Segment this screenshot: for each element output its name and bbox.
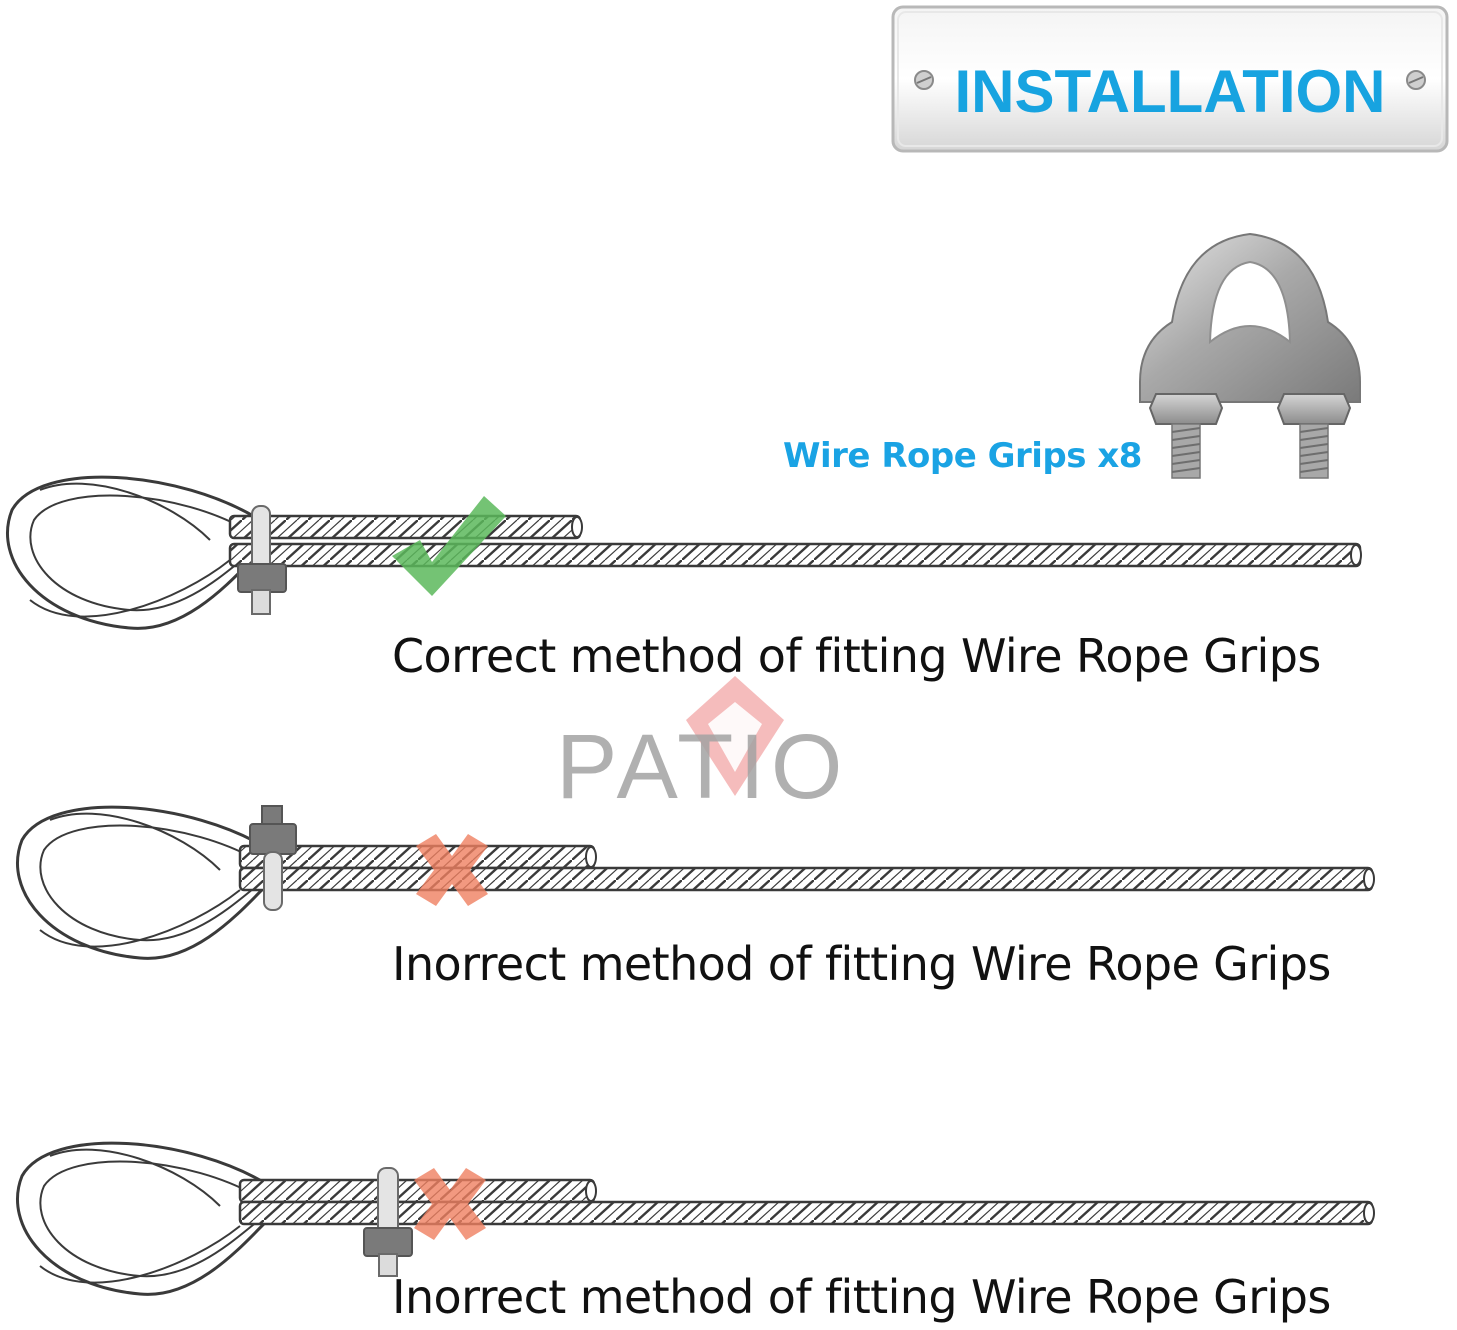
logo-text: PATIO: [556, 716, 849, 818]
rope-diagram-correct: [6, 475, 1362, 630]
wire-rope-grip-icon: [363, 1167, 413, 1277]
product-label: Wire Rope Grips x8: [783, 436, 1142, 476]
wire-rope-grip-icon: [237, 505, 287, 615]
caption-correct-method: Correct method of fitting Wire Rope Grip…: [392, 629, 1321, 683]
banner-title: INSTALLATION: [954, 58, 1386, 125]
cross-icon: [414, 1168, 486, 1240]
rope-diagram-incorrect-1: [16, 805, 1375, 960]
installation-banner: [891, 5, 1449, 153]
cross-icon: [416, 834, 488, 906]
check-icon: [392, 496, 506, 596]
patio-logo-icon: [686, 676, 784, 796]
wire-rope-grip-icon: [249, 805, 297, 911]
caption-incorrect-method-1: Inorrect method of fitting Wire Rope Gri…: [392, 937, 1331, 991]
rope-diagram-incorrect-2: [16, 1141, 1375, 1296]
wire-rope-grip-image: [1139, 232, 1361, 479]
screw-icon: [914, 70, 934, 90]
caption-incorrect-method-2: Inorrect method of fitting Wire Rope Gri…: [392, 1270, 1331, 1324]
screw-icon: [1406, 70, 1426, 90]
